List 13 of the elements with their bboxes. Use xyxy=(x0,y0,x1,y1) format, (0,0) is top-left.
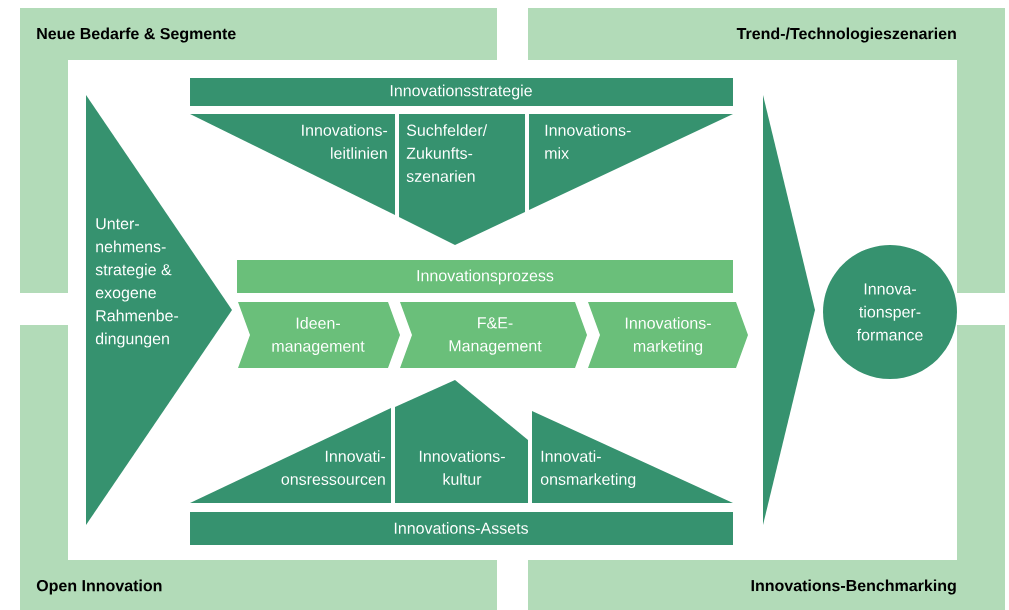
strategy-bar: Innovationsstrategie xyxy=(190,78,733,106)
pyramid-segment: Innovati- onsmarketing xyxy=(532,411,733,503)
pyramid-segment: Innovations- kultur xyxy=(395,380,528,503)
process-step: Innovations- marketing xyxy=(588,302,748,368)
funnel-segment: Innovations- mix xyxy=(529,114,733,210)
pyramid-segment: Innovati- onsressourcen xyxy=(190,408,391,503)
funnel-segment: Innovations- leitlinien xyxy=(190,114,395,215)
process-step: Ideen- management xyxy=(238,302,400,368)
process-bar: Innovationsprozess xyxy=(237,260,733,293)
triangle-shape xyxy=(763,95,815,525)
assets-bar: Innovations-Assets xyxy=(190,512,733,545)
process-step: F&E- Management xyxy=(400,302,587,368)
funnel-segment: Suchfelder/ Zukunfts- szenarien xyxy=(399,114,525,245)
